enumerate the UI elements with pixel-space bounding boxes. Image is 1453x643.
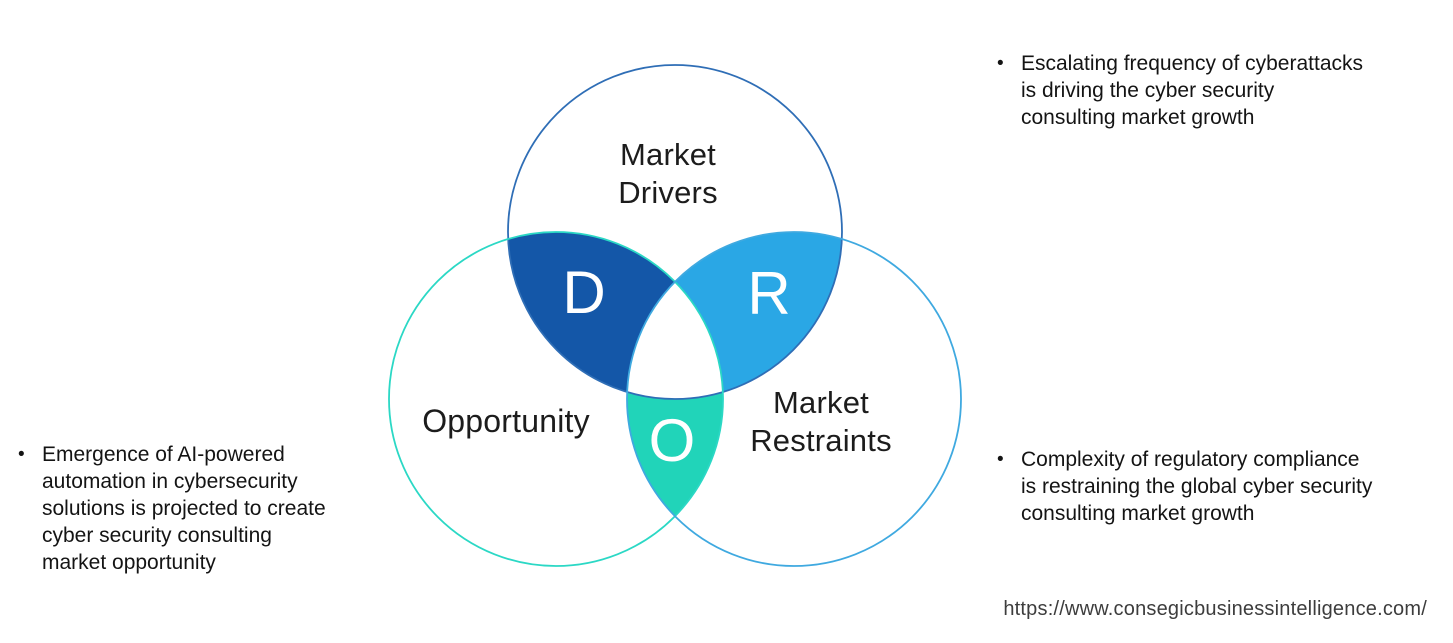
bullet-opportunity-line5: market opportunity (42, 551, 216, 574)
bullet-opportunity-text: Emergence of AI-powered automation in cy… (42, 441, 326, 576)
label-market-drivers-line1: Market (620, 137, 716, 172)
bullet-drivers-text: Escalating frequency of cyberattacks is … (1021, 50, 1363, 131)
label-opportunity: Opportunity (422, 403, 590, 439)
bullet-opportunity-line1: Emergence of AI-powered (42, 443, 285, 466)
bullet-opportunity-line3: solutions is projected to create (42, 497, 326, 520)
letter-d-drivers: D (562, 259, 606, 326)
bullet-marker-icon: • (18, 444, 25, 465)
bullet-drivers-line3: consulting market growth (1021, 106, 1255, 129)
bullet-drivers-line2: is driving the cyber security (1021, 79, 1275, 102)
overlap-region-d (508, 232, 723, 399)
drivers-circle (507, 64, 843, 400)
overlap-region-r (627, 232, 842, 399)
bullet-drivers-note: • Escalating frequency of cyberattacks i… (997, 50, 1427, 131)
opportunity-circle (388, 231, 724, 567)
source-url: https://www.consegicbusinessintelligence… (1003, 598, 1427, 620)
bullet-drivers-line1: Escalating frequency of cyberattacks (1021, 52, 1364, 75)
bullet-restraints-line1: Complexity of regulatory compliance (1021, 448, 1360, 471)
letter-o-opportunity: O (648, 407, 696, 474)
bullet-restraints-note: • Complexity of regulatory compliance is… (997, 446, 1437, 527)
label-market-drivers: Market Drivers (568, 136, 768, 212)
bullet-restraints-line3: consulting market growth (1021, 502, 1255, 525)
label-market-restraints-line2: Restraints (750, 423, 892, 458)
label-market-restraints: Market Restraints (721, 384, 921, 460)
restraints-circle (626, 231, 962, 567)
bullet-restraints-line2: is restraining the global cyber security (1021, 475, 1373, 498)
bullet-marker-icon: • (997, 53, 1004, 74)
bullet-opportunity-line2: automation in cybersecurity (42, 470, 298, 493)
letter-r-restraints: R (747, 260, 791, 327)
label-market-restraints-line1: Market (773, 385, 869, 420)
bullet-opportunity-line4: cyber security consulting (42, 524, 272, 547)
bullet-marker-icon: • (997, 449, 1004, 470)
bullet-opportunity-note: • Emergence of AI-powered automation in … (18, 441, 378, 576)
bullet-restraints-text: Complexity of regulatory compliance is r… (1021, 446, 1372, 527)
label-market-drivers-line2: Drivers (618, 175, 718, 210)
